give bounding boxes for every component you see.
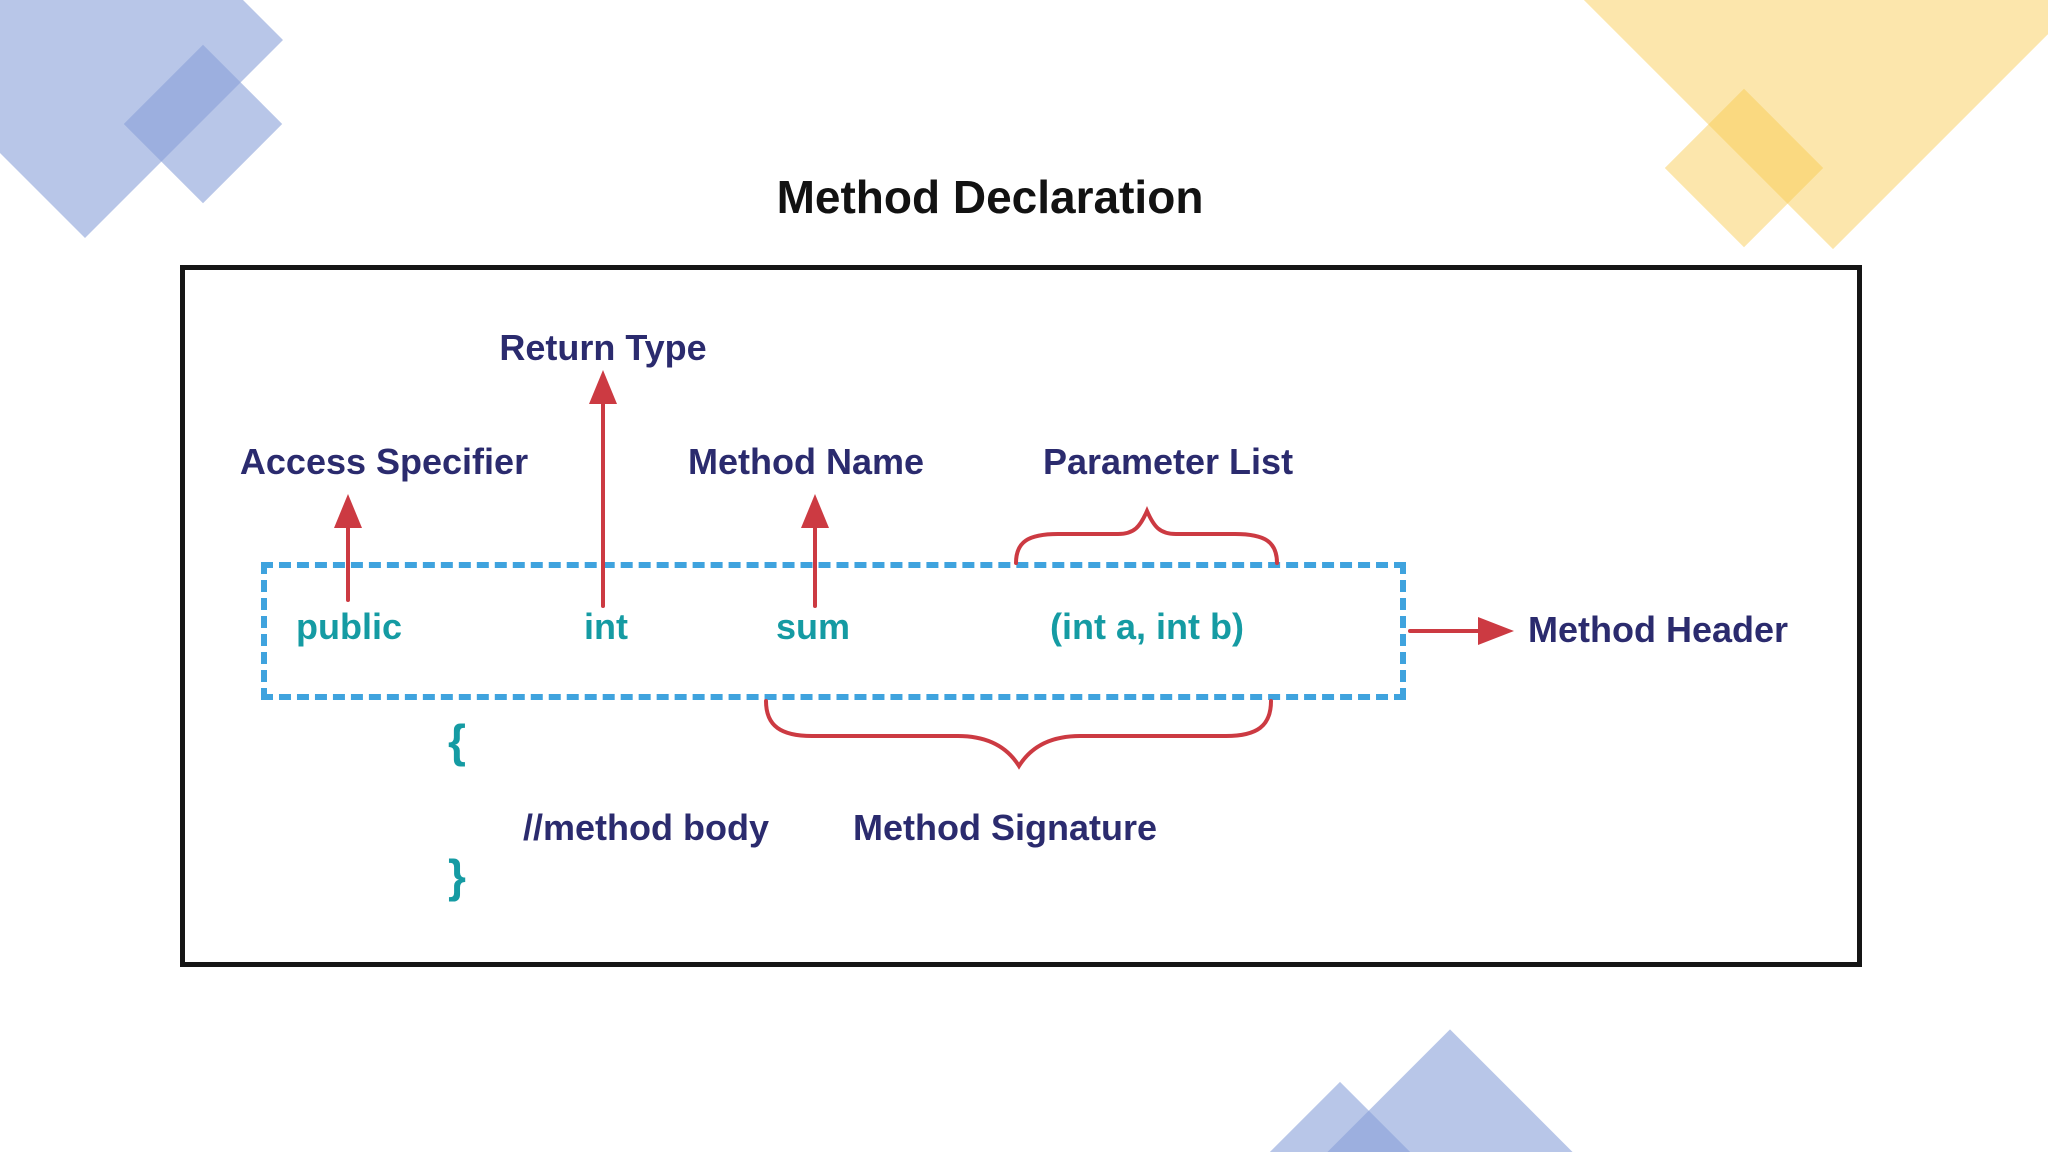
code-close-brace: } <box>448 850 466 902</box>
label-method-name: Method Name <box>687 441 925 482</box>
page-title: Method Declaration <box>776 171 1204 223</box>
code-open-brace: { <box>448 715 466 767</box>
code-return-type: int <box>584 606 628 647</box>
method-header-dashed-box <box>261 562 1406 700</box>
label-return-type: Return Type <box>499 327 707 368</box>
label-method-body-comment: //method body <box>523 807 769 848</box>
code-method-name: sum <box>775 606 851 647</box>
code-parameter-list: (int a, int b) <box>1050 606 1244 647</box>
diagram-frame <box>180 265 1862 967</box>
label-method-header: Method Header <box>1528 609 1789 650</box>
decor-diamond-top-right-large <box>1521 0 2048 250</box>
label-method-signature: Method Signature <box>853 807 1157 848</box>
label-access-specifier: Access Specifier <box>239 441 529 482</box>
label-parameter-list: Parameter List <box>1042 441 1294 482</box>
code-access-specifier: public <box>296 606 402 647</box>
